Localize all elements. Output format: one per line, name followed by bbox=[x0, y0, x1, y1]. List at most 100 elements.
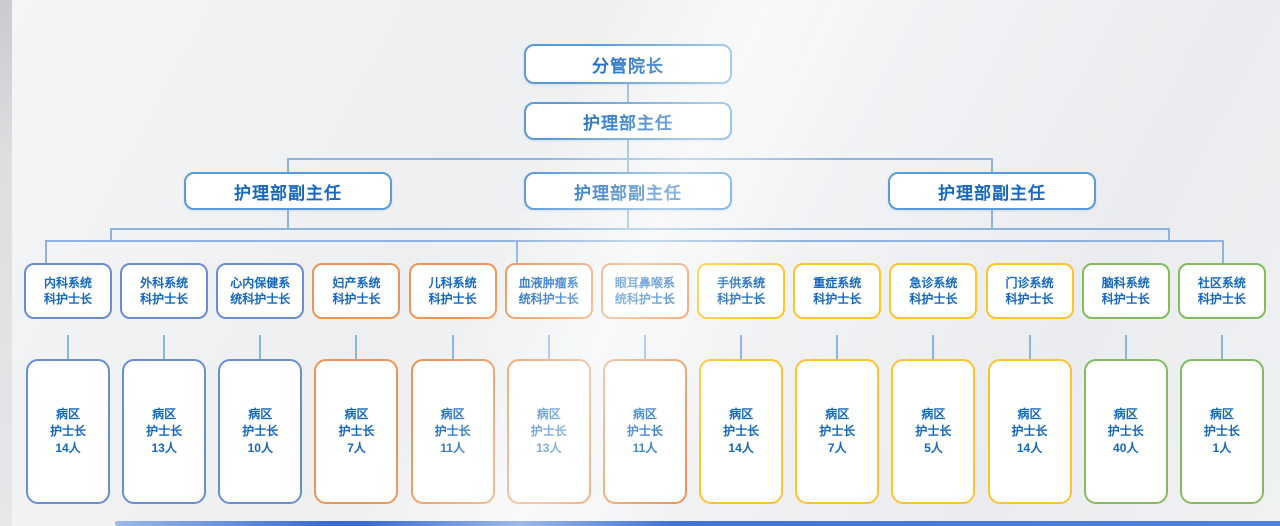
dept-box-critical-care: 重症系统 科护士长 bbox=[793, 263, 882, 319]
dept-label-line2: 科护士长 bbox=[1101, 292, 1150, 306]
box-nursing-director-label: 护理部主任 bbox=[583, 113, 673, 133]
dept-box-or-supply: 手供系统 科护士长 bbox=[697, 263, 786, 319]
dept-col-outpatient: 门诊系统 科护士长 病区 护士长 14人 bbox=[985, 263, 1074, 504]
ward-label-line1: 病区 bbox=[1113, 407, 1138, 421]
ward-label-line1: 病区 bbox=[55, 407, 80, 421]
ward-label-line2: 护士长 bbox=[530, 424, 567, 438]
ward-count: 5人 bbox=[924, 441, 943, 455]
ward-label-line1: 病区 bbox=[152, 407, 177, 421]
box-deputy-director-3-label: 护理部副主任 bbox=[938, 183, 1046, 203]
ward-label-line1: 病区 bbox=[344, 407, 369, 421]
ward-count: 10人 bbox=[247, 441, 273, 455]
dept-label-line2: 科护士长 bbox=[332, 292, 381, 306]
dept-ward-stub bbox=[836, 335, 839, 359]
ward-box-cardiac-care: 病区 护士长 10人 bbox=[218, 359, 303, 504]
dept-label-line1: 手供系统 bbox=[717, 276, 766, 290]
dept-label-line1: 内科系统 bbox=[43, 276, 92, 290]
box-deputy-director-2: 护理部副主任 bbox=[524, 172, 732, 210]
dept-label-line1: 心内保健系 bbox=[230, 276, 291, 290]
ward-count: 13人 bbox=[536, 441, 562, 455]
ward-count: 11人 bbox=[440, 441, 465, 455]
dept-box-pediatrics: 儿科系统 科护士长 bbox=[408, 263, 497, 319]
ward-count: 7人 bbox=[347, 441, 366, 455]
dept-label-line1: 脑科系统 bbox=[1101, 276, 1150, 290]
dept-ward-stub bbox=[163, 335, 166, 359]
rail-upper bbox=[110, 228, 1170, 230]
ward-box-community: 病区 护士长 1人 bbox=[1179, 359, 1264, 504]
dept-ward-stub bbox=[1028, 335, 1031, 359]
dept-label-line2: 科护士长 bbox=[1197, 292, 1246, 306]
box-vice-president-label: 分管院长 bbox=[592, 56, 664, 76]
dept-label-line2: 科护士长 bbox=[909, 292, 958, 306]
dept-label-line2: 统科护士长 bbox=[230, 292, 291, 306]
ward-count: 40人 bbox=[1113, 441, 1139, 455]
ward-label-line1: 病区 bbox=[729, 407, 754, 421]
ward-count: 13人 bbox=[151, 441, 177, 455]
dept-ward-stub bbox=[67, 335, 69, 359]
dept-ward-stub bbox=[643, 335, 646, 359]
ward-box-critical-care: 病区 护士长 7人 bbox=[795, 359, 880, 504]
dept-label-line2: 科护士长 bbox=[428, 292, 477, 306]
dept-ward-stub bbox=[932, 335, 935, 359]
ward-box-surgery: 病区 护士长 13人 bbox=[122, 359, 207, 504]
dept-label-line1: 血液肿瘤系 bbox=[518, 276, 579, 290]
dept-label-line2: 统科护士长 bbox=[614, 292, 675, 306]
ward-count: 11人 bbox=[632, 441, 658, 455]
ward-count: 14人 bbox=[1016, 441, 1043, 455]
dept-box-obstetrics: 妇产系统 科护士长 bbox=[312, 263, 401, 319]
ward-label-line2: 护士长 bbox=[1011, 424, 1048, 438]
dept-col-obstetrics: 妇产系统 科护士长 病区 护士长 7人 bbox=[312, 263, 401, 504]
departments-row: 内科系统 科护士长 病区 护士长 14人 外科系统 科护士长 病区 护士长 13… bbox=[24, 263, 1266, 504]
ward-box-or-supply: 病区 护士长 14人 bbox=[699, 359, 784, 504]
dept-col-hematology-oncology: 血液肿瘤系 统科护士长 病区 护士长 13人 bbox=[504, 263, 593, 504]
dept-label-line2: 科护士长 bbox=[717, 292, 766, 306]
dept-label-line1: 外科系统 bbox=[140, 276, 189, 290]
ward-label-line2: 护士长 bbox=[338, 424, 375, 438]
ward-box-internal-medicine: 病区 护士长 14人 bbox=[26, 359, 110, 504]
rail-deputies bbox=[288, 158, 993, 160]
dept-label-line1: 重症系统 bbox=[813, 276, 862, 290]
dept-box-ent: 眼耳鼻喉系 统科护士长 bbox=[600, 263, 689, 319]
box-deputy-director-3: 护理部副主任 bbox=[888, 172, 1096, 210]
dept-col-emergency: 急诊系统 科护士长 病区 护士长 5人 bbox=[889, 263, 978, 504]
dept-box-surgery: 外科系统 科护士长 bbox=[120, 263, 209, 319]
dept-label-line2: 统科护士长 bbox=[518, 292, 579, 306]
dept-ward-stub bbox=[355, 335, 358, 359]
dept-label-line2: 科护士长 bbox=[140, 292, 189, 306]
ward-box-pediatrics: 病区 护士长 11人 bbox=[410, 359, 495, 504]
slide-left-edge bbox=[0, 0, 12, 526]
dept-label-line2: 科护士长 bbox=[1005, 292, 1054, 306]
dept-label-line2: 科护士长 bbox=[813, 292, 862, 306]
dept-box-neurology: 脑科系统 科护士长 bbox=[1081, 263, 1170, 319]
deputy-drop-2 bbox=[627, 158, 629, 172]
ward-label-line2: 护士长 bbox=[242, 424, 279, 438]
dept-ward-stub bbox=[1124, 335, 1127, 359]
ward-label-line2: 护士长 bbox=[434, 424, 471, 438]
dept-ward-stub bbox=[547, 335, 550, 359]
dept-box-cardiac-care: 心内保健系 统科护士长 bbox=[216, 263, 305, 319]
ward-box-obstetrics: 病区 护士长 7人 bbox=[314, 359, 399, 504]
connector-director-drop bbox=[627, 140, 629, 158]
dept-label-line1: 门诊系统 bbox=[1005, 276, 1054, 290]
dept-ward-stub bbox=[740, 335, 743, 359]
ward-count: 7人 bbox=[827, 441, 847, 455]
ward-label-line1: 病区 bbox=[1017, 407, 1042, 421]
ward-box-outpatient: 病区 护士长 14人 bbox=[987, 359, 1072, 504]
rail-lower bbox=[45, 240, 1224, 242]
dept-box-outpatient: 门诊系统 科护士长 bbox=[985, 263, 1074, 319]
ward-label-line2: 护士长 bbox=[626, 424, 663, 438]
box-deputy-director-1-label: 护理部副主任 bbox=[234, 183, 342, 203]
ward-box-emergency: 病区 护士长 5人 bbox=[891, 359, 976, 504]
box-vice-president: 分管院长 bbox=[524, 44, 732, 84]
connector-root-director bbox=[627, 84, 629, 102]
dept-col-community: 社区系统 科护士长 病区 护士长 1人 bbox=[1177, 263, 1266, 504]
ward-label-line1: 病区 bbox=[536, 407, 561, 421]
dept-label-line1: 妇产系统 bbox=[332, 276, 381, 290]
dept-label-line1: 急诊系统 bbox=[909, 276, 958, 290]
box-nursing-director: 护理部主任 bbox=[524, 102, 732, 140]
ward-label-line2: 护士长 bbox=[146, 424, 183, 438]
dept-col-cardiac-care: 心内保健系 统科护士长 病区 护士长 10人 bbox=[216, 263, 305, 504]
dept-box-emergency: 急诊系统 科护士长 bbox=[889, 263, 978, 319]
box-deputy-director-1: 护理部副主任 bbox=[184, 172, 392, 210]
